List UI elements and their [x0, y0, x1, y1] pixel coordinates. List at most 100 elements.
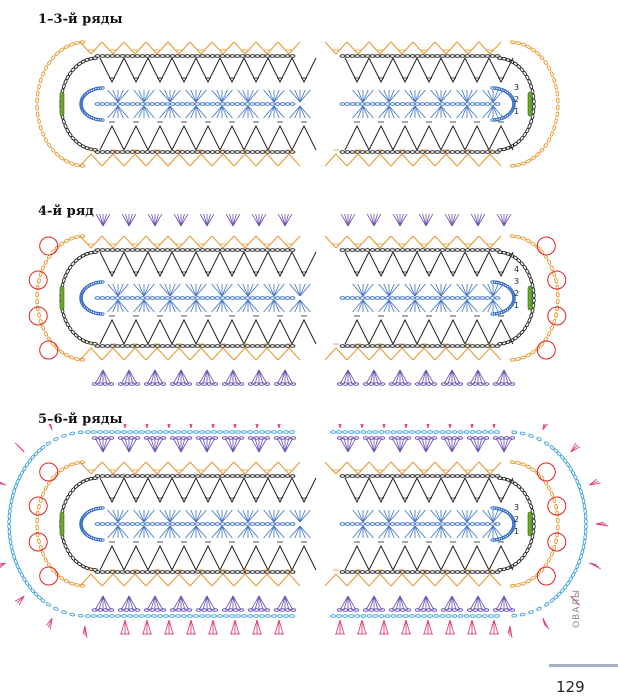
chain-stitch [154, 382, 161, 386]
shell-stitch [273, 509, 280, 523]
chain-stitch [209, 344, 216, 348]
chain-stitch [342, 436, 349, 440]
chain-stitch [253, 608, 260, 612]
chain-stitch [289, 474, 296, 478]
chain-stitch [74, 461, 80, 465]
chain-stitch [61, 610, 67, 615]
chain-stitch [477, 608, 484, 612]
shell-stitch [169, 89, 181, 103]
shell-stitch [388, 509, 395, 523]
chain-stitch [474, 296, 481, 300]
shell-stitch [221, 509, 228, 523]
chain-stitch [174, 248, 181, 252]
row3-v [478, 461, 502, 475]
cluster-stitch [180, 595, 190, 611]
chain-stitch [244, 102, 251, 106]
chain-stitch [459, 344, 466, 348]
shell-stitch [112, 299, 119, 313]
chain-stitch [509, 59, 515, 64]
shell-stitch [169, 283, 176, 297]
page-rule [549, 664, 618, 667]
cluster-stitch [339, 595, 349, 611]
chain-stitch [258, 382, 265, 386]
cluster-stitch [224, 595, 234, 611]
chain-stitch [157, 614, 163, 618]
double-crochet-v [488, 251, 514, 278]
cluster-stitch [417, 369, 427, 385]
chain-stitch [73, 333, 79, 338]
cluster-stitch [232, 369, 238, 385]
chain-stitch [199, 570, 206, 574]
chain-stitch [274, 102, 281, 106]
double-crochet-v [267, 251, 293, 278]
chain-stitch [184, 248, 191, 252]
cluster-stitch [421, 595, 427, 611]
chain-stitch [204, 150, 211, 154]
chain-stitch [369, 344, 376, 348]
shell-stitch [159, 89, 171, 103]
chain-stitch [379, 570, 386, 574]
shell-stitch [143, 525, 155, 539]
row3-v [434, 461, 458, 475]
shell-stitch [211, 89, 223, 103]
chain-stitch [189, 344, 196, 348]
chain-stitch [115, 614, 121, 618]
chain-stitch [505, 477, 511, 482]
cluster-stitch [495, 595, 505, 611]
chain-stitch [503, 608, 510, 612]
row3-v [255, 41, 279, 55]
chain-stitch [144, 248, 151, 252]
chain-stitch [494, 430, 500, 434]
cluster-stitch [477, 437, 487, 453]
chain-stitch [414, 474, 421, 478]
chain-stitch [53, 437, 59, 442]
row3-v [145, 41, 169, 55]
cluster-stitch [254, 595, 260, 611]
chain-stitch [516, 559, 522, 564]
shell-stitch [117, 89, 124, 103]
shell-stitch [247, 299, 254, 313]
cluster-stitch [399, 595, 405, 611]
chain-stitch [515, 583, 521, 587]
chain-stitch [348, 614, 355, 618]
shell-stitch [430, 105, 442, 119]
chain-stitch [279, 344, 286, 348]
row3-v [167, 573, 191, 587]
chain-stitch [283, 614, 289, 618]
chain-stitch [264, 608, 271, 612]
chain-stitch [289, 570, 296, 574]
row3-v [478, 573, 502, 587]
chain-stitch [484, 296, 491, 300]
chain-stitch [362, 382, 369, 386]
shell-stitch [268, 299, 275, 313]
chain-stitch [119, 570, 126, 574]
chain-stitch [259, 522, 266, 526]
chain-stitch [103, 614, 109, 618]
cluster-stitch [422, 214, 427, 227]
cluster-stitch [425, 214, 430, 227]
shell-stitch [143, 105, 150, 119]
chain-stitch [394, 296, 401, 300]
treble-tuft [233, 424, 236, 429]
chain-stitch [244, 54, 251, 58]
row3-v [277, 235, 301, 249]
shell-stitch [195, 283, 202, 297]
shell-stitch [378, 283, 390, 297]
treble-tuft [49, 618, 53, 630]
chain-stitch [464, 102, 471, 106]
cluster-stitch [284, 437, 294, 453]
shell-stitch [237, 105, 249, 119]
chain-stitch [59, 575, 65, 581]
chain-stitch [419, 248, 426, 252]
chain-stitch [134, 570, 141, 574]
chain-stitch [454, 344, 461, 348]
treble-tuft [208, 619, 214, 635]
chain-stitch [354, 614, 361, 618]
shell-stitch [263, 299, 275, 313]
shell-stitch [362, 105, 374, 119]
chain-stitch [445, 614, 452, 618]
chain-stitch [109, 430, 115, 434]
shell-stitch [268, 283, 275, 297]
chain-stitch [424, 150, 431, 154]
